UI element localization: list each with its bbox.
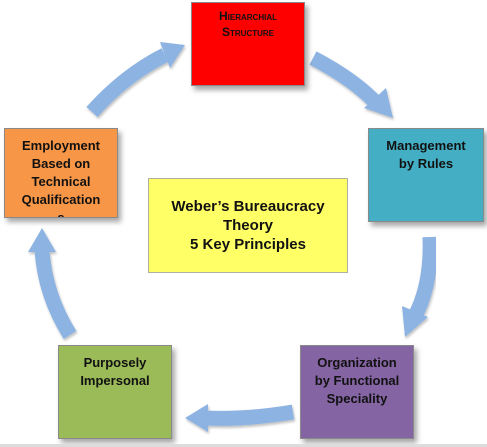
principle-purposely-impersonal: Purposely Impersonal <box>58 345 172 439</box>
principle-label: Purposely Impersonal <box>80 355 150 388</box>
arrow-hierarchial-to-rules <box>309 51 393 118</box>
center-title-box: Weber’s Bureaucracy Theory 5 Key Princip… <box>148 178 348 273</box>
principle-label: Hierarchial Structure <box>219 9 277 39</box>
center-title-line: Weber’s Bureaucracy <box>171 198 325 215</box>
center-title-line: 5 Key Principles <box>190 236 306 253</box>
principle-organization-by-functional-speciality: Organization by Functional Speciality <box>300 345 414 439</box>
center-title-line: Theory <box>222 217 273 234</box>
arrow-organization-to-impersonal <box>185 404 295 432</box>
bottom-divider <box>0 444 487 447</box>
arrow-employment-to-hierarchial <box>86 42 185 118</box>
principle-employment-based-on-technical-qualifications: Employment Based on Technical Qualificat… <box>4 128 118 218</box>
arrow-impersonal-to-employment <box>28 228 77 339</box>
principle-label: Employment Based on Technical Qualificat… <box>21 138 101 218</box>
arrow-rules-to-organization <box>402 236 438 337</box>
principle-management-by-rules: Management by Rules <box>368 128 484 222</box>
principle-label: Management by Rules <box>386 138 466 171</box>
principle-label: Organization by Functional Speciality <box>314 355 400 406</box>
principle-hierarchial-structure: Hierarchial Structure <box>191 2 305 86</box>
